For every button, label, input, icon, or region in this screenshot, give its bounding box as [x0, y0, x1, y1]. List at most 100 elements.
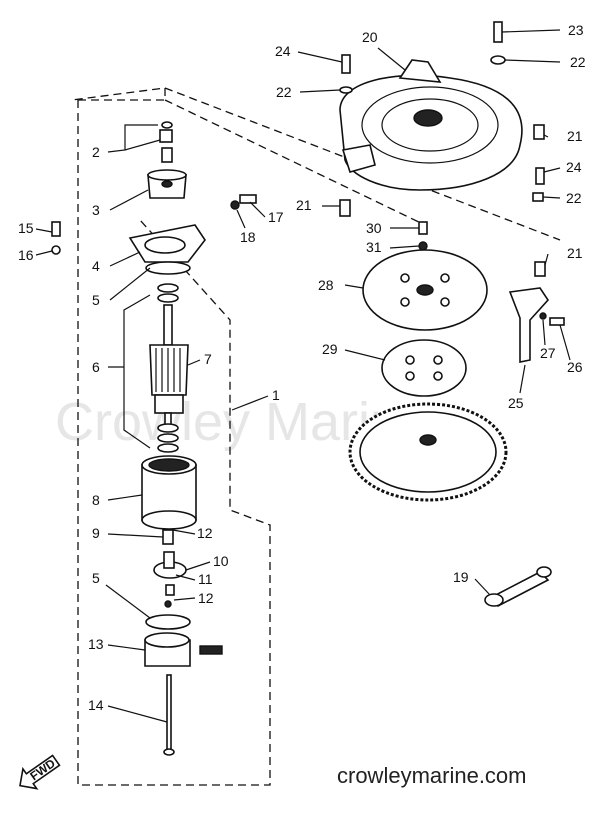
leader-12 [172, 529, 196, 535]
part-28-hole [400, 273, 410, 283]
part-7-shaft [163, 304, 173, 346]
washer [157, 423, 179, 433]
callout-18: 18 [240, 229, 256, 245]
leader-19 [474, 578, 491, 596]
part-29-hole [405, 371, 415, 381]
leader-24b [543, 167, 561, 173]
leader-4 [109, 251, 141, 267]
part-21-collar [533, 124, 545, 140]
callout-22b: 22 [570, 54, 586, 70]
leader-23 [501, 29, 561, 33]
part-28-plate [362, 249, 488, 331]
part-21-collar [339, 199, 351, 217]
leader-25 [519, 364, 526, 394]
callout-21a: 21 [567, 128, 583, 144]
leader-15 [35, 228, 53, 233]
part-19-end [484, 593, 504, 607]
leader-9 [107, 533, 164, 538]
part-20-bracket [341, 144, 376, 173]
leader-10 [185, 561, 211, 571]
callout-26: 26 [567, 359, 583, 375]
flywheel-cover-assembly [339, 21, 545, 217]
callout-5b: 5 [92, 570, 100, 586]
part-21-collar [534, 261, 546, 277]
part-28-center [416, 284, 434, 296]
part-26-bolt [549, 317, 565, 326]
leader-12b [173, 597, 196, 601]
callout-1: 1 [272, 387, 280, 403]
callout-25: 25 [508, 395, 524, 411]
leader-16 [35, 250, 53, 256]
part-18-washer [230, 200, 240, 210]
callout-24b: 24 [566, 159, 582, 175]
assembly-boundary [71, 87, 271, 786]
callout-21b: 21 [296, 197, 312, 213]
callout-22c: 22 [566, 190, 582, 206]
leader-18 [236, 209, 246, 229]
callout-21c: 21 [567, 245, 583, 261]
part-22-nut [532, 192, 544, 202]
callout-13: 13 [88, 636, 104, 652]
part-5-oring-lower [145, 614, 191, 630]
leader-13 [107, 644, 146, 651]
callout-23: 23 [568, 22, 584, 38]
callout-4: 4 [92, 258, 100, 274]
washer [157, 433, 179, 443]
part-5-oring [145, 261, 191, 275]
part-17-bolt [239, 194, 257, 204]
part-2-clip [161, 121, 173, 129]
part-2-stopper [159, 129, 173, 143]
callout-10: 10 [213, 553, 229, 569]
callout-17: 17 [268, 209, 284, 225]
part-10-post [163, 551, 175, 569]
part-28-hole [440, 297, 450, 307]
part-7-commutator [154, 394, 184, 414]
part-27-washer [539, 312, 547, 320]
part-28-hole [440, 273, 450, 283]
part-8-bore [148, 458, 190, 472]
leader-21a [543, 134, 549, 138]
part-12-spring [164, 600, 172, 608]
callout-2: 2 [92, 144, 100, 160]
part-20-ring-mid [381, 98, 479, 152]
leader-22a [299, 89, 341, 93]
callout-19: 19 [453, 569, 469, 585]
leader-20 [377, 47, 406, 71]
flywheel-hub [419, 434, 437, 446]
callout-9: 9 [92, 525, 100, 541]
part-20-tab [398, 59, 442, 83]
leader-26 [559, 324, 571, 361]
leader-21c [544, 253, 549, 266]
part-13-terminal [199, 645, 223, 655]
leader-22b [504, 59, 561, 63]
part-29-plate [381, 339, 467, 397]
callout-15: 15 [18, 220, 34, 236]
leader-lines [35, 29, 571, 723]
leader-24a [297, 51, 343, 63]
guide-line [164, 99, 426, 226]
part-14-bolt [166, 674, 172, 751]
part-20-hole [413, 109, 443, 127]
part-29-hole [405, 355, 415, 365]
part-3-top [147, 169, 187, 181]
part-22-washer [339, 86, 353, 94]
callout-6: 6 [92, 359, 100, 375]
part-16-washer [51, 245, 61, 255]
flywheel [348, 402, 508, 502]
part-4-boss [144, 236, 186, 254]
leader-11 [175, 574, 196, 581]
part-19-end [536, 566, 552, 578]
leader-29 [344, 349, 386, 361]
part-3-hole [161, 180, 173, 188]
callout-20: 20 [362, 29, 378, 45]
callout-22a: 22 [276, 84, 292, 100]
part-14-head [163, 748, 175, 756]
callout-12: 12 [197, 525, 213, 541]
leader-27 [542, 319, 546, 346]
leader-5b [105, 584, 151, 619]
callout-3: 3 [92, 202, 100, 218]
part-24-bolt [535, 167, 545, 185]
part-9-brush [162, 529, 174, 545]
callout-5: 5 [92, 292, 100, 308]
leader-1 [231, 395, 269, 411]
